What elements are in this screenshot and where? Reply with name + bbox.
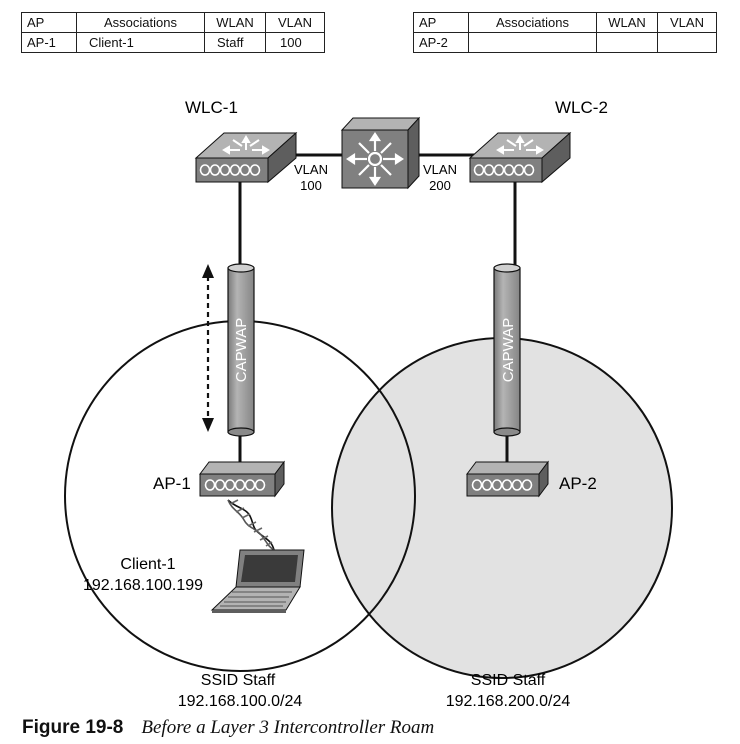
- wireless-link-icon: [227, 499, 275, 551]
- ap2-access-point-icon: [466, 460, 549, 498]
- roam-double-arrow: [202, 264, 214, 432]
- layer3-switch-icon: [340, 116, 421, 190]
- client-name: Client-1: [120, 556, 175, 573]
- client-laptop-icon: [210, 549, 305, 613]
- wlc1-controller-icon: [194, 131, 298, 184]
- table-row: AP-2: [413, 32, 717, 53]
- wlc2-vlan-label: VLAN: [423, 162, 457, 177]
- cell-vlan: 100: [265, 32, 325, 53]
- wlc1-vlan-label: VLAN: [294, 162, 328, 177]
- wlc2-vlan-number: 200: [429, 178, 451, 193]
- figure-number: Figure 19-8: [22, 717, 124, 738]
- capwap-tunnel-ap2: [493, 263, 521, 437]
- cell-ap: AP-2: [413, 32, 469, 53]
- figure-caption: Figure 19-8 Before a Layer 3 Intercontrol…: [22, 717, 434, 739]
- wlc2-label: WLC-2: [555, 98, 608, 117]
- capwap-tunnel-ap1: [227, 263, 255, 437]
- cell-associations: Client-1: [76, 32, 205, 53]
- capwap-label-1: CAPWAP: [233, 318, 250, 382]
- figure-title: Before a Layer 3 Intercontroller Roam: [141, 717, 435, 738]
- ap1-label: AP-1: [153, 474, 191, 493]
- cell-vlan: [657, 32, 717, 53]
- wlc1-vlan-number: 100: [300, 178, 322, 193]
- cell-wlan: Staff: [204, 32, 266, 53]
- wlc1-label: WLC-1: [185, 98, 238, 117]
- ap2-label: AP-2: [559, 474, 597, 493]
- header-associations: Associations: [468, 12, 597, 33]
- table-header-row: AP Associations WLAN VLAN: [413, 12, 717, 33]
- ap1-access-point-icon: [199, 460, 285, 498]
- cell2-subnet: 192.168.200.0/24: [446, 693, 571, 710]
- table-header-row: AP Associations WLAN VLAN: [21, 12, 325, 33]
- cell2-ssid: SSID Staff: [471, 672, 546, 689]
- wlc2-controller-icon: [468, 131, 572, 184]
- table-row: AP-1 Client-1 Staff 100: [21, 32, 325, 53]
- cell-ap: AP-1: [21, 32, 77, 53]
- ap2-association-table: AP Associations WLAN VLAN AP-2: [413, 12, 717, 53]
- capwap-label-2: CAPWAP: [500, 318, 517, 382]
- cell1-ssid: SSID Staff: [201, 672, 276, 689]
- client-ip: 192.168.100.199: [83, 577, 203, 594]
- ap1-association-table: AP Associations WLAN VLAN AP-1 Client-1 …: [21, 12, 325, 53]
- cell1-subnet: 192.168.100.0/24: [178, 693, 303, 710]
